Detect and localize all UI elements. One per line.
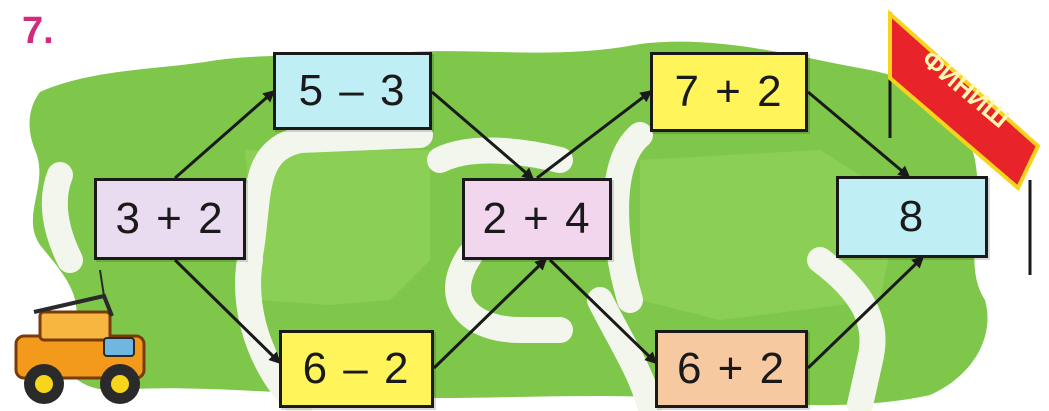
box-top-right: 7 + 2 (650, 52, 808, 132)
box-top-left: 5 – 3 (273, 52, 432, 130)
box-start: 3 + 2 (94, 178, 246, 260)
box-bottom-right: 6 + 2 (655, 330, 808, 408)
task-number: 7. (22, 10, 54, 53)
box-finish: 8 (836, 176, 988, 258)
box-bottom-left: 6 – 2 (279, 330, 434, 408)
box-center: 2 + 4 (462, 178, 612, 260)
